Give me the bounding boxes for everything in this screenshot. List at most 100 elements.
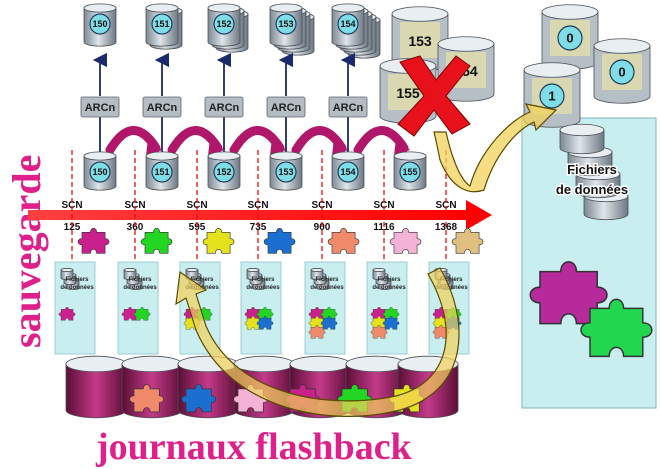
scn-label: SCN (124, 200, 145, 211)
redo-log-150-badge (89, 161, 111, 183)
lost-log-153: 153 (408, 33, 432, 49)
scn-label: SCN (311, 200, 332, 211)
redo-switch-arcs (105, 126, 410, 156)
redo-switch-arrowhead (332, 138, 348, 156)
timeline-puzzle (77, 228, 110, 254)
redo-log-155-badge (399, 161, 421, 183)
archive-log-150-badge (89, 13, 111, 35)
timeline-puzzle (389, 228, 422, 254)
backup-puzzle (133, 307, 151, 321)
datafiles-label-line1: Fichiers (567, 162, 617, 177)
redo-log-152-label: 152 (216, 167, 231, 177)
backup-df-label-1: Fichiers (65, 277, 89, 283)
datafiles-stack: Fichiers de données (554, 123, 630, 221)
redo-log-151-badge (151, 161, 173, 183)
new-log-1-badge (539, 83, 565, 109)
archive-log-151-badge (151, 13, 173, 35)
arcn-group: ARCn ARCn ARCn ARCn ARCn (80, 52, 368, 152)
redo-log-152-badge (213, 161, 235, 183)
redo-log-150-label: 150 (92, 167, 107, 177)
sauvegarde-label: sauvegarde (4, 155, 49, 348)
redo-log-154-badge (337, 161, 359, 183)
restore-flow-arrows (175, 103, 558, 417)
scn-value-125: 125 (64, 222, 81, 233)
new-logs-group: 001 (523, 4, 651, 128)
redo-cylinder (393, 151, 427, 191)
lost-cylinder-highlight (400, 22, 440, 58)
backup-df-label-2: de données (372, 285, 406, 291)
timeline-puzzle (327, 228, 360, 254)
arcn-label: ARCn (271, 102, 302, 114)
scn-value-1116: 1116 (373, 222, 395, 233)
scn-value-735: 735 (250, 222, 267, 233)
redo-log-153-label: 153 (278, 167, 293, 177)
redo-switch-arrowhead (394, 138, 410, 156)
backup-datafile-cylinder (310, 268, 324, 280)
backup-puzzle (308, 325, 326, 339)
archive-log-154-badge (337, 13, 359, 35)
scn-timeline (28, 200, 492, 230)
arcn-box (142, 96, 182, 118)
archive-log-153-badge (275, 13, 297, 35)
scn-value-1368: 1368 (435, 222, 458, 233)
backup-df-label-2: de données (246, 285, 280, 291)
timeline-puzzle (202, 228, 235, 254)
datafile-cylinder (559, 123, 605, 155)
archive-log-150-label: 150 (92, 19, 107, 29)
scn-label: SCN (61, 200, 82, 211)
new-log-0-badge (609, 59, 635, 85)
redo-log-151-label: 151 (154, 167, 169, 177)
scn-label: SCN (247, 200, 268, 211)
redo-switch-arrowhead (270, 138, 286, 156)
new-log-0-label: 0 (618, 65, 625, 80)
timeline-puzzle (140, 228, 173, 254)
backup-datafile-cylinder (372, 268, 386, 280)
new-log-0-badge (557, 25, 583, 51)
flashback-cylinder (65, 355, 127, 419)
scn-labels-group: SCN125SCN360SCN595SCN735SCN900SCN1116SCN… (61, 200, 457, 233)
archive-log-153-label: 153 (278, 19, 293, 29)
backup-puzzle (256, 316, 274, 330)
backup-df-label-2: de données (434, 285, 468, 291)
backup-df-label-1: Fichiers (251, 277, 275, 283)
arcn-box (328, 96, 368, 118)
backup-df-label-2: de données (310, 285, 344, 291)
backup-puzzle (58, 307, 76, 321)
arcn-label: ARCn (209, 102, 240, 114)
backup-puzzle (320, 316, 338, 330)
arcn-box (266, 96, 306, 118)
backup-datafile-cylinder (246, 268, 260, 280)
puzzle-row (77, 228, 484, 254)
restore-arrow-top (433, 103, 558, 193)
backup-df-label-2: de données (60, 285, 94, 291)
flashback-puzzle (181, 384, 216, 413)
scn-value-595: 595 (189, 222, 206, 233)
backup-df-label-1: Fichiers (128, 277, 152, 283)
backup-datafile-cylinder (123, 268, 137, 280)
flashback-arrow (175, 267, 460, 417)
timeline-puzzle (263, 228, 296, 254)
redo-log-154-label: 154 (340, 167, 355, 177)
arcn-label: ARCn (85, 102, 116, 114)
big-puzzle-green (580, 298, 653, 358)
backup-panels: Fichiers de données Fichiers de données Fich… (54, 261, 470, 355)
flashback-puzzle (129, 384, 164, 413)
scn-label: SCN (373, 200, 394, 211)
arcn-label: ARCn (147, 102, 178, 114)
arcn-label: ARCn (333, 102, 364, 114)
backup-df-label-1: Fichiers (315, 277, 339, 283)
redo-switch-arrowhead (208, 138, 224, 156)
new-log-0-label: 0 (566, 31, 573, 46)
datafiles-label-line2: de données (556, 182, 628, 197)
arcn-box (204, 96, 244, 118)
archive-log-151-label: 151 (154, 19, 169, 29)
archive-log-152-label: 152 (216, 19, 231, 29)
backup-df-label-1: Fichiers (377, 277, 401, 283)
redo-switch-arrowhead (146, 138, 162, 156)
timeline-puzzle (451, 228, 484, 254)
